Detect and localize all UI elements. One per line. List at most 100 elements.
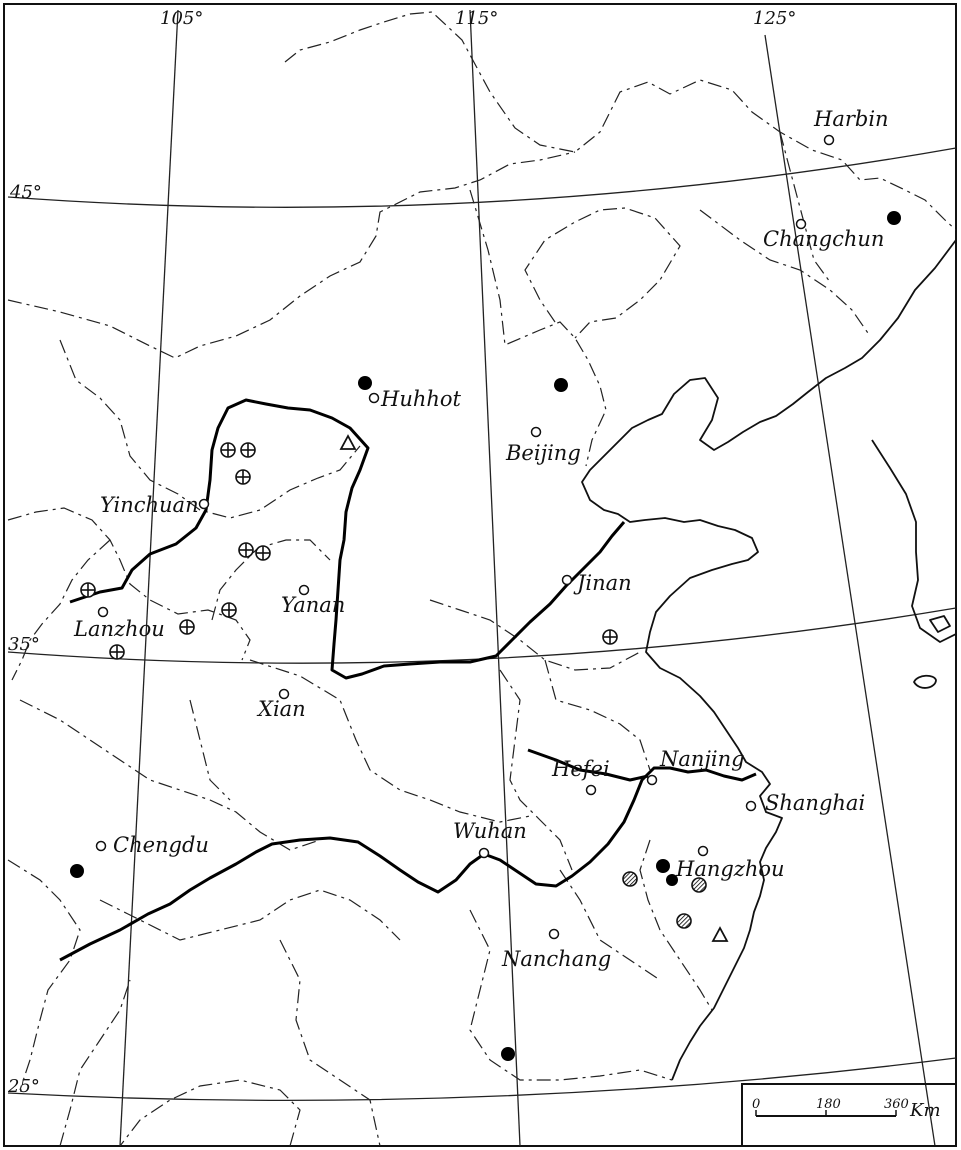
city-marker <box>478 847 490 859</box>
border-line <box>469 909 673 1081</box>
parallel-label: 45° <box>9 182 42 203</box>
filled-circle-site <box>887 211 901 225</box>
city-label: Yinchuan <box>100 493 199 517</box>
city-label: Changchun <box>763 227 884 251</box>
city-harbin: Harbin <box>813 107 889 146</box>
border-line <box>469 189 607 467</box>
huai-river <box>527 748 649 782</box>
city-chengdu: Chengdu <box>95 833 209 857</box>
parallel-label: 35° <box>8 634 40 655</box>
city-marker <box>561 574 573 586</box>
crossed-circle-site <box>109 644 125 660</box>
city-marker <box>795 218 807 230</box>
border-line <box>524 207 681 339</box>
cities: Harbin Changchun Huhhot Beijing Yinchuan… <box>73 107 889 971</box>
border-line <box>249 659 531 823</box>
filled-circle-site <box>358 376 372 390</box>
city-shanghai: Shanghai <box>745 791 865 815</box>
border-line <box>544 659 651 771</box>
city-beijing: Beijing <box>505 426 581 465</box>
city-changchun: Changchun <box>763 218 884 251</box>
hatched-circle-site <box>622 871 638 887</box>
border-line <box>11 539 111 681</box>
scale-tick-label: 180 <box>816 1097 841 1112</box>
crossed-circle-site <box>220 442 236 458</box>
crossed-circle-site <box>80 582 96 598</box>
triangle-sites <box>339 434 729 942</box>
city-marker <box>298 584 310 596</box>
city-marker <box>95 840 107 852</box>
city-marker <box>745 800 757 812</box>
meridian-label: 105° <box>160 8 203 29</box>
coastline-north <box>581 239 957 1081</box>
city-label: Hefei <box>551 757 610 781</box>
filled-circle-site <box>70 864 84 878</box>
city-marker <box>646 774 658 786</box>
crossed-circle-sites <box>80 442 618 660</box>
city-label: Chengdu <box>113 833 209 857</box>
border-line <box>99 889 401 941</box>
border-line <box>7 859 81 1091</box>
coastline-korea <box>871 439 957 643</box>
crossed-circle-site <box>238 542 254 558</box>
city-nanchang: Nanchang <box>501 928 611 971</box>
city-jinan: Jinan <box>561 571 632 595</box>
city-label: Nanchang <box>501 947 611 971</box>
border-line <box>779 131 831 283</box>
border-line <box>639 839 713 1011</box>
city-lanzhou: Lanzhou <box>73 606 165 641</box>
island <box>929 615 951 633</box>
filled-circle-site <box>501 1047 515 1061</box>
city-huhhot: Huhhot <box>368 387 462 411</box>
city-label: Huhhot <box>380 387 462 411</box>
city-label: Harbin <box>813 107 889 131</box>
border-line <box>19 699 321 851</box>
border-line <box>7 507 251 661</box>
filled-circle-sites <box>70 211 901 1061</box>
crossed-circle-site <box>179 619 195 635</box>
meridian-line <box>119 9 179 1147</box>
hatched-circle-site <box>691 877 707 893</box>
triangle-site <box>339 434 357 450</box>
city-marker <box>278 688 290 700</box>
parallel-line <box>7 1057 957 1102</box>
scale-bar: 0 180 360 Km <box>741 1083 957 1147</box>
city-yanan: Yanan <box>281 584 345 617</box>
city-marker <box>97 606 109 618</box>
border-line <box>7 151 576 359</box>
city-marker <box>585 784 597 796</box>
yangtze-river <box>59 766 757 962</box>
city-wuhan: Wuhan <box>453 819 527 859</box>
border-line <box>189 699 231 801</box>
city-label: Wuhan <box>453 819 527 843</box>
map-frame <box>3 3 957 1147</box>
city-label: Hangzhou <box>675 857 785 881</box>
coastline <box>581 239 957 1081</box>
scale-tick-label: 0 <box>752 1097 760 1112</box>
meridian-line <box>469 9 521 1147</box>
city-nanjing: Nanjing <box>646 747 745 786</box>
city-hangzhou: Hangzhou <box>675 845 785 881</box>
city-label: Yanan <box>281 593 345 617</box>
city-xian: Xian <box>256 688 306 721</box>
city-label: Nanjing <box>659 747 745 771</box>
island <box>913 674 937 689</box>
border-line <box>59 339 361 519</box>
city-yinchuan: Yinchuan <box>100 493 210 517</box>
border-line <box>59 979 131 1147</box>
city-label: Xian <box>256 697 306 721</box>
city-marker <box>530 426 542 438</box>
city-marker <box>198 498 210 510</box>
city-marker <box>823 134 835 146</box>
borders <box>7 11 957 1147</box>
scale-tick-label: 360 <box>884 1097 909 1112</box>
parallel-line <box>7 147 957 208</box>
border-line <box>559 869 661 981</box>
hatched-circle-sites <box>622 871 707 929</box>
filled-circle-site <box>656 859 670 873</box>
city-marker <box>368 392 380 404</box>
meridian-line <box>764 34 936 1147</box>
crossed-circle-site <box>255 545 271 561</box>
city-marker <box>697 845 709 857</box>
